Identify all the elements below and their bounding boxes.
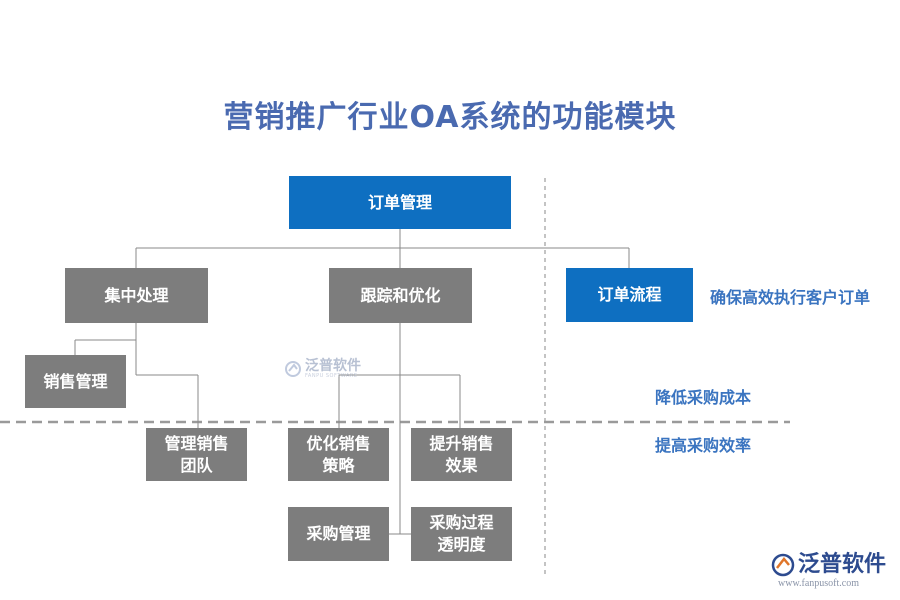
corner-watermark: 泛普软件 www.fanpusoft.com [770, 552, 887, 589]
manage-team-box: 管理销售 团队 [146, 428, 247, 481]
fanpu-logo-icon [771, 553, 795, 577]
note-ensure-orders: 确保高效执行客户订单 [710, 288, 871, 307]
tracking-optimization-label: 跟踪和优化 [360, 285, 441, 305]
purchase-transparency-box: 采购过程 透明度 [411, 507, 512, 561]
optimize-strategy-label: 优化销售 策略 [306, 433, 371, 475]
order-management-label: 订单管理 [367, 192, 432, 212]
center-watermark-sub: FANPU SOFTWARE [305, 373, 358, 379]
improve-effect-box: 提升销售 效果 [411, 428, 512, 481]
central-processing-box: 集中处理 [65, 268, 208, 323]
center-watermark: 泛普软件 FANPU SOFTWARE [284, 359, 361, 379]
diagram-title: 营销推广行业OA系统的功能模块 [223, 100, 677, 135]
manage-team-label: 管理销售 团队 [164, 433, 229, 475]
fanpu-logo-icon [285, 361, 301, 377]
optimize-strategy-box: 优化销售 策略 [288, 428, 389, 481]
tracking-optimization-box: 跟踪和优化 [329, 268, 472, 323]
note-reduce-cost: 降低采购成本 [655, 388, 752, 407]
purchase-transparency-label: 采购过程 透明度 [429, 513, 494, 554]
order-flow-label: 订单流程 [597, 285, 662, 304]
sales-management-label: 销售管理 [43, 371, 108, 391]
sales-management-box: 销售管理 [25, 355, 126, 408]
center-watermark-brand: 泛普软件 [305, 358, 361, 374]
corner-watermark-url: www.fanpusoft.com [778, 578, 860, 589]
order-management-box: 订单管理 [289, 176, 511, 229]
purchase-management-box: 采购管理 [288, 507, 389, 561]
improve-effect-label: 提升销售 效果 [429, 433, 494, 475]
order-flow-box: 订单流程 [566, 268, 693, 322]
tree-connectors [74, 229, 630, 535]
central-processing-label: 集中处理 [104, 285, 169, 305]
note-improve-efficiency: 提高采购效率 [655, 436, 752, 455]
corner-watermark-brand: 泛普软件 [798, 552, 887, 577]
purchase-management-label: 采购管理 [306, 524, 371, 543]
